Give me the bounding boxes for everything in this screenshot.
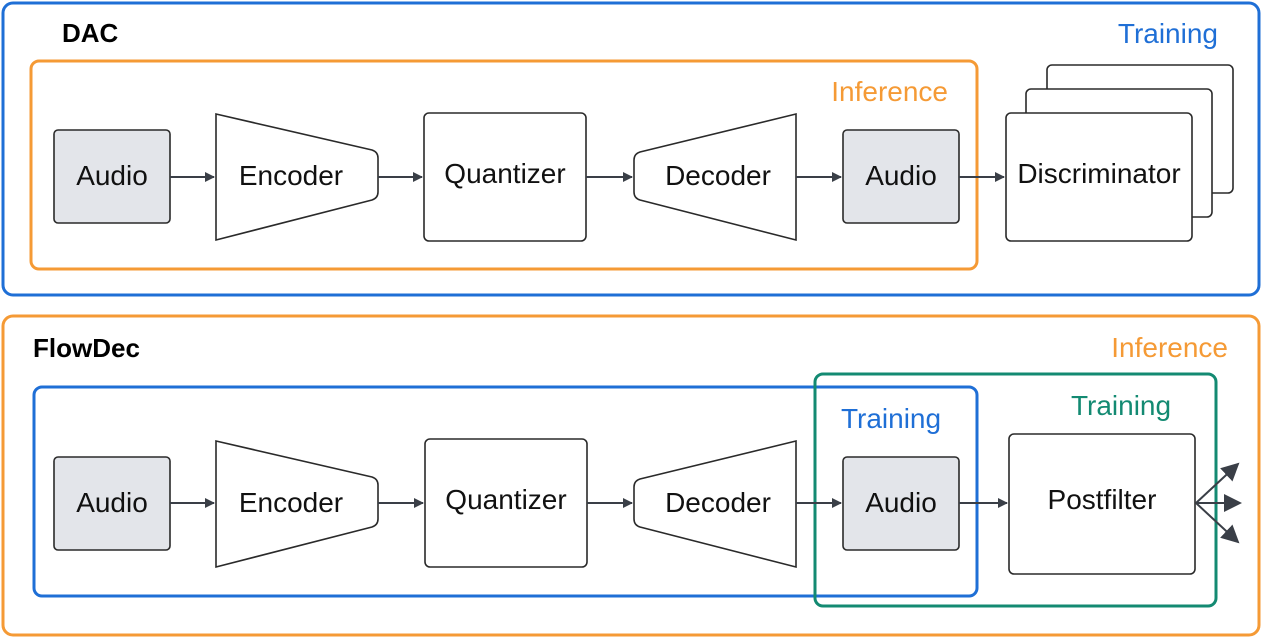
dac-panel: DAC Training Inference Audio Encoder Qua…: [1, 1, 1261, 297]
dac-encoder-label: Encoder: [239, 160, 343, 191]
dac-decoder-block: [633, 112, 797, 242]
flowdec-training-frame-teal: [813, 372, 1218, 608]
flowdec-postfilter-label: Postfilter: [1048, 484, 1157, 515]
dac-title: DAC: [62, 18, 119, 48]
dac-training-label: Training: [1118, 18, 1218, 49]
dac-training-frame: [1, 1, 1261, 297]
flowdec-inference-label: Inference: [1111, 332, 1228, 363]
fanout-arrow-down: [1195, 502, 1240, 544]
flowdec-encoder-label: Encoder: [239, 487, 343, 518]
flowdec-encoder-block: [215, 439, 379, 569]
flowdec-postfilter-fanout-arrows: [1195, 462, 1242, 544]
flowdec-panel: FlowDec Inference Training Training Audi…: [1, 314, 1261, 637]
flowdec-audio-output-label: Audio: [865, 487, 937, 518]
dac-decoder-label: Decoder: [665, 160, 771, 191]
dac-inference-label: Inference: [831, 76, 948, 107]
dac-encoder-block: [215, 112, 379, 242]
dac-inference-frame: [29, 59, 979, 271]
flowdec-title: FlowDec: [33, 333, 140, 363]
flowdec-audio-input-label: Audio: [76, 487, 148, 518]
dac-audio-output-label: Audio: [865, 160, 937, 191]
flowdec-training-frame-blue: [32, 385, 979, 598]
flowdec-inference-frame: [1, 314, 1261, 637]
flowdec-quantizer-label: Quantizer: [445, 484, 566, 515]
flowdec-decoder-label: Decoder: [665, 487, 771, 518]
flowdec-postfilter-block: [1008, 433, 1196, 575]
dac-discriminator-block: [1005, 112, 1193, 242]
dac-discriminator-stack: Discriminator: [1005, 64, 1234, 242]
fanout-arrow-up: [1195, 462, 1240, 504]
flowdec-decoder-block: [633, 439, 797, 569]
dac-audio-input-label: Audio: [76, 160, 148, 191]
dac-quantizer-label: Quantizer: [444, 158, 565, 189]
flowdec-training-label-blue: Training: [841, 403, 941, 434]
flowdec-training-label-teal: Training: [1071, 390, 1171, 421]
dac-discriminator-label: Discriminator: [1017, 158, 1180, 189]
